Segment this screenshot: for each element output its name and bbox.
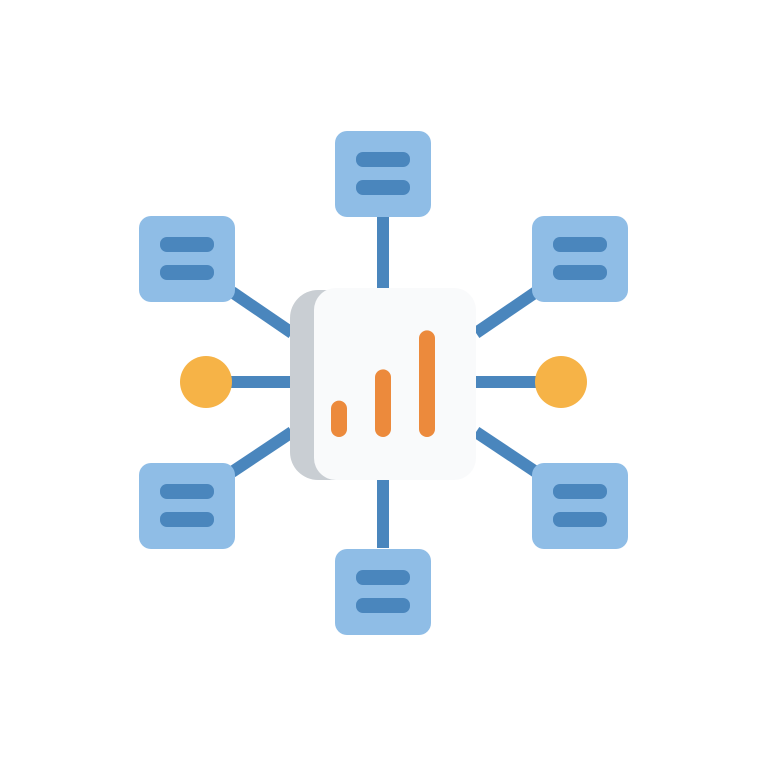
node-stripe-top [160,237,214,252]
node-stripe-bottom [160,512,214,527]
connector-lines [228,217,540,548]
node-box [335,131,431,217]
connector-line-lower-right [472,427,540,477]
node-stripe-top [356,152,410,167]
node-group [139,131,628,635]
chart-bar-3 [419,330,435,437]
connector-line-upper-right [472,287,540,338]
node-box [532,463,628,549]
node-stripe-bottom [553,265,607,280]
node-stripe-top [160,484,214,499]
database-server-bottom-icon [335,549,431,635]
node-stripe-bottom [356,180,410,195]
node-stripe-bottom [356,598,410,613]
node-stripe-top [553,484,607,499]
chart-bar-2 [375,369,391,437]
bar-chart-icon [331,330,435,437]
connection-dot-left-icon [180,356,232,408]
node-box [532,216,628,302]
database-server-lower-left-icon [139,463,235,549]
connection-dot-right-icon [535,356,587,408]
node-stripe-bottom [553,512,607,527]
node-stripe-top [553,237,607,252]
database-server-upper-right-icon [532,216,628,302]
connector-line-lower-left [228,427,296,477]
node-stripe-top [356,570,410,585]
hub-chart-card [290,288,476,480]
database-server-upper-left-icon [139,216,235,302]
chart-bar-1 [331,400,347,437]
node-stripe-bottom [160,265,214,280]
connector-line-upper-left [228,287,296,338]
database-server-top-icon [335,131,431,217]
hub-card-face [314,288,476,480]
node-box [139,216,235,302]
database-server-lower-right-icon [532,463,628,549]
node-box [139,463,235,549]
node-box [335,549,431,635]
